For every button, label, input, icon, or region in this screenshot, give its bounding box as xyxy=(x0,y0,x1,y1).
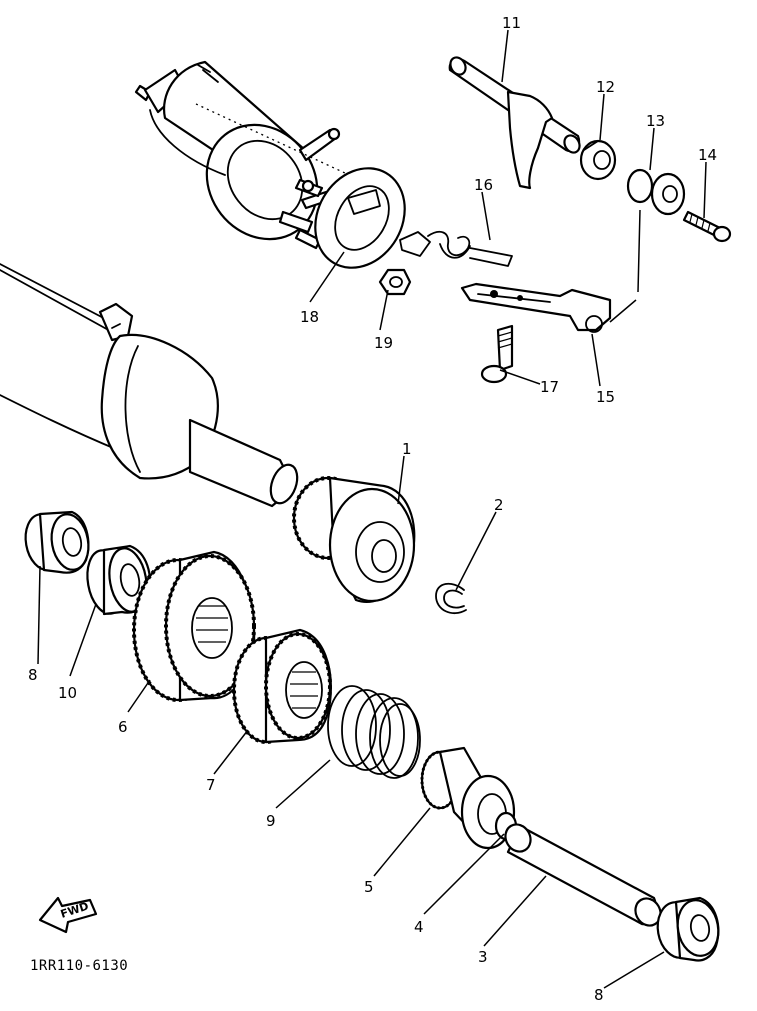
part-15-lever-plate xyxy=(460,282,612,333)
callout-15: 15 xyxy=(596,388,615,406)
callout-16: 16 xyxy=(474,176,493,194)
drawing-code: 1RR110-6130 xyxy=(30,958,128,974)
part-7-gear xyxy=(232,628,332,744)
callout-9: 9 xyxy=(266,812,276,830)
leader-8a xyxy=(37,565,41,665)
leader-5 xyxy=(373,807,431,877)
callout-labels: 11 12 13 14 16 18 19 17 15 1 2 8 10 6 7 … xyxy=(28,14,717,1004)
leader-4 xyxy=(423,833,505,915)
leader-9 xyxy=(275,759,331,809)
part-16-spring xyxy=(399,230,513,267)
starter-motor xyxy=(0,263,299,508)
callout-1: 1 xyxy=(402,440,412,458)
leader-7 xyxy=(213,729,249,775)
leader-12 xyxy=(599,93,605,141)
leader-10 xyxy=(69,603,97,677)
leader-13 xyxy=(649,127,655,171)
callout-8-left: 8 xyxy=(28,666,38,684)
callout-14: 14 xyxy=(698,146,717,164)
part-1-gear-clutch xyxy=(292,476,416,603)
part-6-large-gear xyxy=(132,550,256,702)
leader-2 xyxy=(455,511,497,591)
part-17-bolt xyxy=(480,324,514,384)
callout-8-right: 8 xyxy=(594,986,604,1004)
callout-6: 6 xyxy=(118,718,128,736)
callout-13: 13 xyxy=(646,112,665,130)
leader-1 xyxy=(397,455,405,505)
callout-10: 10 xyxy=(58,684,77,702)
part-9-spring xyxy=(327,685,421,779)
callout-11: 11 xyxy=(502,14,521,32)
leader-15 xyxy=(609,209,641,323)
callout-17: 17 xyxy=(540,378,559,396)
leader-11 xyxy=(501,29,509,83)
part-14-screw xyxy=(682,210,732,243)
part-8-bearing-left xyxy=(24,510,90,574)
leader-8b xyxy=(603,951,665,989)
callout-2: 2 xyxy=(494,496,504,514)
callout-18: 18 xyxy=(300,308,319,326)
part-2-circlip xyxy=(435,582,467,615)
part-11-lever-shaft xyxy=(448,56,581,190)
leader-19 xyxy=(379,289,389,331)
callout-7: 7 xyxy=(206,776,216,794)
part-19-nut xyxy=(378,268,412,296)
leader-15b xyxy=(591,333,601,387)
leader-18 xyxy=(309,251,345,303)
leader-17 xyxy=(499,369,541,385)
starter-solenoid xyxy=(134,60,361,250)
callout-4: 4 xyxy=(414,918,424,936)
leader-14 xyxy=(703,161,707,219)
leader-lines xyxy=(37,29,707,989)
leader-3 xyxy=(483,875,547,947)
leader-16 xyxy=(481,191,491,241)
callout-3: 3 xyxy=(478,948,488,966)
part-8-bearing-right xyxy=(656,896,720,962)
part-12-bushing xyxy=(579,139,617,181)
part-18-gasket xyxy=(314,167,406,269)
part-13-collar xyxy=(626,168,686,216)
callout-19: 19 xyxy=(374,334,393,352)
part-3-shaft xyxy=(504,823,662,927)
callout-5: 5 xyxy=(364,878,374,896)
leader-6 xyxy=(127,679,151,713)
fwd-arrow-icon xyxy=(38,896,98,934)
callout-12: 12 xyxy=(596,78,615,96)
